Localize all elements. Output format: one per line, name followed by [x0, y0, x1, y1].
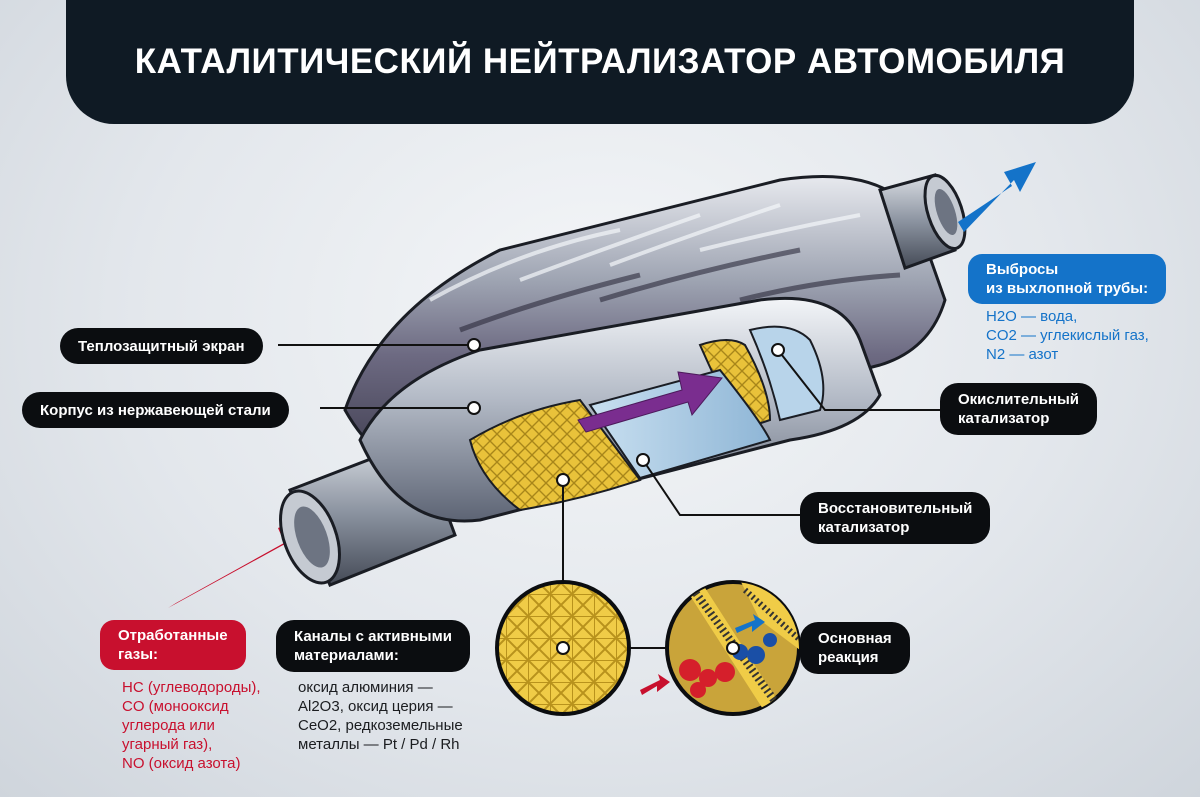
header-banner: КАТАЛИТИЧЕСКИЙ НЕЙТРАЛИЗАТОР АВТОМОБИЛЯ — [66, 0, 1134, 124]
emission-outlet-arrow — [958, 162, 1036, 232]
page-title: КАТАЛИТИЧЕСКИЙ НЕЙТРАЛИЗАТОР АВТОМОБИЛЯ — [134, 42, 1066, 81]
label-emissions: Выбросы из выхлопной трубы: — [968, 254, 1167, 304]
label-steel-body: Корпус из нержавеющей стали — [22, 392, 289, 428]
oxidation-catalyst-core — [588, 325, 825, 480]
label-reduction-catalyst: Восстановительный катализатор — [800, 492, 991, 544]
flow-arrow — [577, 371, 723, 433]
channels-description: оксид алюминия — Al2O3, оксид церия — Ce… — [298, 679, 463, 753]
label-channels: Каналы с активными материалами: — [276, 620, 470, 672]
label-main-reaction: Основная реакция — [800, 622, 910, 674]
label-heat-shield: Теплозащитный экран — [60, 328, 263, 364]
leader-markers — [467, 338, 785, 487]
inlet-pipe — [279, 438, 457, 587]
exhaust-description: HC (углеводороды), CO (монооксид углерод… — [122, 679, 261, 772]
outlet-pipe — [878, 173, 967, 270]
channels-magnifier — [495, 580, 631, 716]
emissions-description: H2O — вода, CO2 — углекислый газ, N2 — а… — [986, 308, 1149, 363]
label-oxidation-catalyst: Окислительный катализатор — [940, 383, 1098, 435]
label-exhaust-gases: Отработанные газы: — [100, 620, 246, 670]
reaction-magnifier — [640, 580, 801, 716]
